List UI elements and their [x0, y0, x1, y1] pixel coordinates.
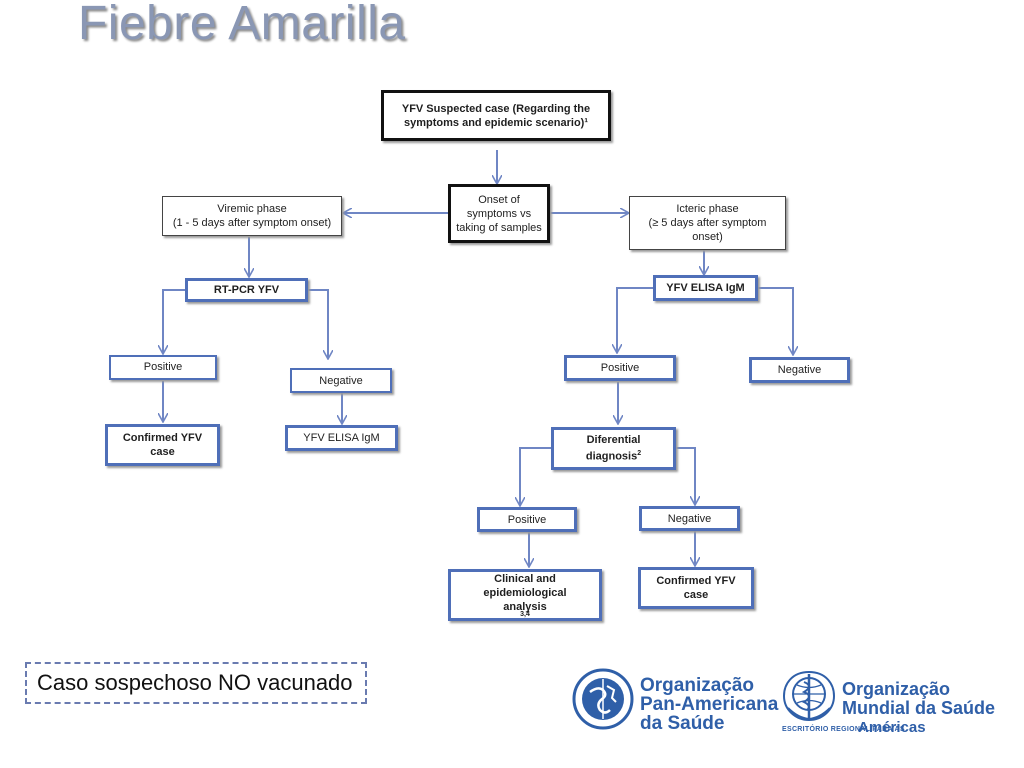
differential-diagnosis-box: Diferential diagnosis2 — [551, 427, 676, 470]
right-positive-box: Positive — [564, 355, 676, 381]
arrow-rtpcr-to-negative — [308, 289, 328, 358]
icteric-phase-range: (≥ 5 days after symptom onset) — [648, 217, 767, 243]
footnote-3-4: 3,4 — [520, 610, 530, 618]
who-regional-office-caption: ESCRITÓRIO REGIONAL PARA AS — [782, 726, 905, 733]
right-confirmed-box: Confirmed YFV case — [638, 567, 754, 609]
viremic-phase-title: Viremic phase — [217, 203, 287, 215]
who-wordmark: Organização Mundial da Saúde — [842, 679, 996, 718]
unvaccinated-case-note: Caso sospechoso NO vacunado — [25, 662, 367, 704]
left-negative-box: Negative — [290, 368, 392, 393]
elisa-igm-top-box: YFV ELISA IgM — [653, 275, 758, 301]
icteric-phase-box: Icteric phase (≥ 5 days after symptom on… — [629, 196, 786, 250]
paho-wordmark: Organização Pan-Americana da Saúde — [640, 675, 779, 734]
arrow-elisa-to-positive — [617, 287, 653, 352]
viremic-phase-box: Viremic phase (1 - 5 days after symptom … — [162, 196, 342, 236]
arrow-elisa-to-negative — [758, 287, 793, 354]
icteric-phase-title: Icteric phase — [676, 203, 739, 215]
left-elisa-igm-box: YFV ELISA IgM — [285, 425, 398, 451]
paho-emblem-icon — [572, 668, 634, 730]
right-negative-box: Negative — [749, 357, 850, 383]
diff-negative-box: Negative — [639, 506, 740, 531]
page-title: Fiebre Amarilla — [78, 0, 406, 50]
who-americas-label: Américas — [858, 719, 926, 736]
arrow-rtpcr-to-positive — [163, 289, 186, 353]
onset-box: Onset of symptoms vs taking of samples — [448, 184, 550, 243]
viremic-phase-range: (1 - 5 days after symptom onset) — [172, 217, 332, 229]
diff-positive-box: Positive — [477, 507, 577, 532]
arrow-diff-to-negative — [675, 447, 695, 504]
suspected-case-box: YFV Suspected case (Regarding the sympto… — [381, 90, 611, 141]
left-positive-box: Positive — [109, 355, 217, 380]
arrow-diff-to-positive — [520, 447, 552, 505]
left-confirmed-box: Confirmed YFV case — [105, 424, 220, 466]
clinical-analysis-box: Clinical and epidemiological analysis 3,… — [448, 569, 602, 621]
footnote-2: 2 — [637, 450, 642, 458]
rtpcr-box: RT-PCR YFV — [185, 278, 308, 302]
who-emblem-icon — [782, 670, 836, 722]
